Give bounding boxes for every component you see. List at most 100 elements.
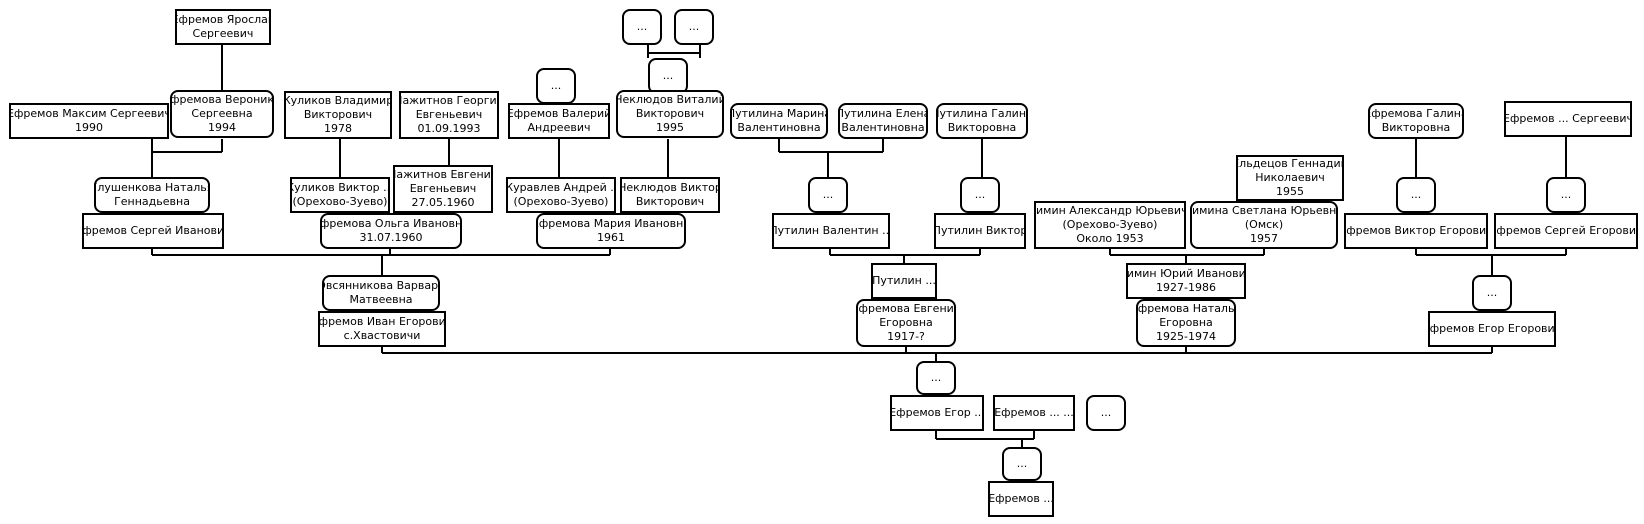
- person-node[interactable]: Ефремов ... ...: [993, 395, 1075, 431]
- unknown-person-node[interactable]: ...: [648, 58, 688, 94]
- person-name-line: Андреевич: [527, 121, 591, 134]
- person-name-line: с.Хвастовичи: [343, 329, 421, 342]
- person-name-line: 27.05.1960: [411, 196, 475, 209]
- person-name-line: 1957: [1250, 232, 1278, 245]
- unknown-person-node[interactable]: ...: [808, 177, 848, 213]
- unknown-person-node[interactable]: ...: [1002, 447, 1042, 481]
- person-name-line: Ефремов ... Сергеевич: [1504, 112, 1632, 125]
- person-name-line: Путилина Галина: [936, 107, 1028, 120]
- person-name-line: Валентиновна: [841, 121, 925, 134]
- person-node[interactable]: Журавлев Андрей ...(Орехово-Зуево): [506, 177, 616, 213]
- person-name-line: 1961: [597, 231, 625, 244]
- person-name-line: Ефремова Мария Ивановна: [536, 217, 686, 230]
- person-name-line: Зимин Юрий Иванович: [1126, 267, 1246, 280]
- unknown-person-node[interactable]: ...: [536, 68, 576, 104]
- person-name-line: Евгеньевич: [409, 182, 477, 195]
- person-name-line: (Орехово-Зуево): [513, 195, 609, 208]
- person-name-line: Путилин Валентин ...: [772, 224, 890, 237]
- person-name-line: Ефремов ...: [988, 492, 1054, 505]
- unknown-person-node[interactable]: ...: [1086, 395, 1126, 431]
- person-name-line: Путилин Виктор: [934, 224, 1026, 237]
- person-node[interactable]: Путилин Валентин ...: [772, 213, 890, 249]
- person-name-line: ...: [1016, 457, 1028, 470]
- person-node[interactable]: Ефремов Сергей Иванович: [82, 213, 224, 249]
- person-name-line: Егоровна: [1159, 316, 1213, 329]
- person-name-line: 1994: [208, 121, 236, 134]
- person-name-line: Ефремова Наталья: [1136, 302, 1236, 315]
- person-name-line: Викторовна: [947, 121, 1017, 134]
- unknown-person-node[interactable]: ...: [1396, 177, 1436, 213]
- person-name-line: Ефремова Вероника: [170, 93, 274, 106]
- person-name-line: Ефремов Егор Егорович: [1428, 322, 1556, 335]
- person-name-line: Путилина Марина: [730, 107, 828, 120]
- person-name-line: Николаевич: [1255, 171, 1325, 184]
- person-name-line: Журавлев Андрей ...: [506, 181, 616, 194]
- person-name-line: ...: [636, 20, 648, 33]
- person-name-line: Путилина Елена: [838, 107, 928, 120]
- person-name-line: Ефремова Галина: [1368, 107, 1464, 120]
- person-node[interactable]: Путилин ...: [871, 263, 937, 299]
- unknown-person-node[interactable]: ...: [622, 9, 662, 45]
- unknown-person-node[interactable]: ...: [916, 361, 956, 395]
- person-name-line: Викторович: [635, 107, 705, 120]
- person-name-line: Пажитнов Георгий: [399, 94, 499, 107]
- unknown-person-node[interactable]: ...: [1546, 177, 1586, 213]
- person-node[interactable]: Ефремов ... Сергеевич: [1504, 101, 1632, 137]
- unknown-person-node[interactable]: ...: [674, 9, 714, 45]
- person-name-line: Матвеевна: [349, 293, 413, 306]
- person-name-line: ...: [1100, 406, 1112, 419]
- unknown-person-node[interactable]: ...: [960, 177, 1000, 213]
- person-node[interactable]: Ефремов Сергей Егорович: [1494, 213, 1638, 249]
- person-name-line: ...: [930, 371, 942, 384]
- person-node[interactable]: Ефремов Егор Егорович: [1428, 311, 1556, 347]
- person-name-line: 1925-1974: [1156, 330, 1216, 343]
- person-name-line: Зимин Александр Юрьевич.: [1034, 204, 1186, 217]
- person-name-line: Ефремов ... ...: [994, 406, 1074, 419]
- person-node[interactable]: Ефремов Виктор Егорович: [1344, 213, 1488, 249]
- person-name-line: Ефремов Максим Сергеевич: [9, 107, 169, 120]
- person-name-line: Викторович: [635, 195, 705, 208]
- person-name-line: ...: [1410, 188, 1422, 201]
- person-name-line: Ефремов Сергей Егорович: [1494, 224, 1638, 237]
- person-node[interactable]: Ефремов ...: [988, 481, 1054, 517]
- person-name-line: (Орехово-Зуево): [1062, 218, 1158, 231]
- person-name-line: Сергеевич: [192, 27, 254, 40]
- person-node[interactable]: Ефремов Егор ...: [890, 395, 984, 431]
- unknown-person-node[interactable]: ...: [1472, 275, 1512, 311]
- person-name-line: 1978: [324, 122, 352, 135]
- person-name-line: 1955: [1276, 185, 1304, 198]
- person-node[interactable]: Ефремова ВероникаСергеевна1994: [170, 90, 274, 138]
- person-name-line: Ефремов Егор ...: [890, 406, 984, 419]
- person-name-line: Геннадьевна: [114, 195, 190, 208]
- person-name-line: Глушенкова Наталья: [94, 181, 210, 194]
- person-node[interactable]: Зимин Александр Юрьевич.(Орехово-Зуево)О…: [1034, 201, 1186, 249]
- person-name-line: 01.09.1993: [417, 122, 481, 135]
- person-name-line: Егоровна: [879, 316, 933, 329]
- person-node[interactable]: Путилин Виктор: [934, 213, 1026, 249]
- person-node[interactable]: Куликов Виктор ...(Орехово-Зуево): [290, 177, 390, 213]
- person-node[interactable]: Зимина Светлана Юрьевна(Омск)1957: [1190, 201, 1338, 249]
